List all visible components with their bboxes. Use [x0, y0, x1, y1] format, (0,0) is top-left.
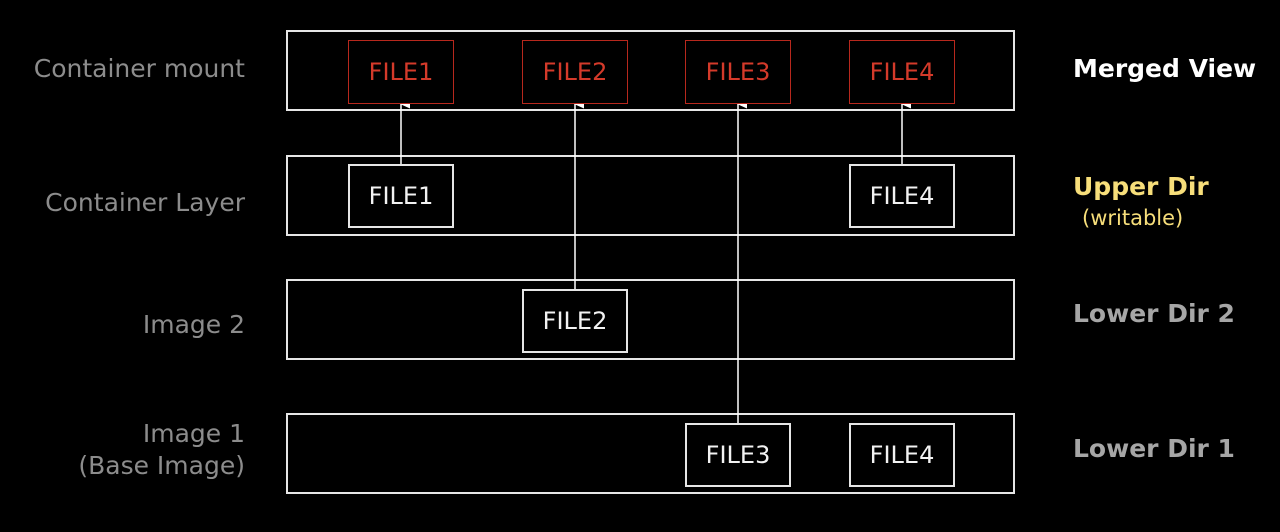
row-lower1-frame	[286, 413, 1015, 494]
row-upper-frame	[286, 155, 1015, 236]
lower1-file3: FILE3	[685, 423, 791, 487]
label-container-layer: Container Layer	[45, 188, 245, 217]
row-lower2-frame	[286, 279, 1015, 360]
row-merged-frame	[286, 30, 1015, 111]
merged-file2: FILE2	[522, 40, 628, 104]
upper-file4: FILE4	[849, 164, 955, 228]
label-image-1-line1: Image 1	[142, 419, 245, 448]
label-image-2: Image 2	[142, 310, 245, 339]
label-image-1-line2: (Base Image)	[78, 451, 245, 480]
lower1-file4: FILE4	[849, 423, 955, 487]
lower2-file2: FILE2	[522, 289, 628, 353]
label-upper-dir-writable: (writable)	[1082, 206, 1184, 230]
label-upper-dir: Upper Dir	[1073, 172, 1209, 201]
upper-file1: FILE1	[348, 164, 454, 228]
label-lower-dir-1: Lower Dir 1	[1073, 434, 1235, 463]
label-merged-view: Merged View	[1073, 54, 1257, 83]
merged-file4: FILE4	[849, 40, 955, 104]
label-lower-dir-2: Lower Dir 2	[1073, 299, 1235, 328]
merged-file1: FILE1	[348, 40, 454, 104]
label-container-mount: Container mount	[33, 54, 245, 83]
label-image-1: Image 1 (Base Image)	[78, 418, 245, 482]
merged-file3: FILE3	[685, 40, 791, 104]
